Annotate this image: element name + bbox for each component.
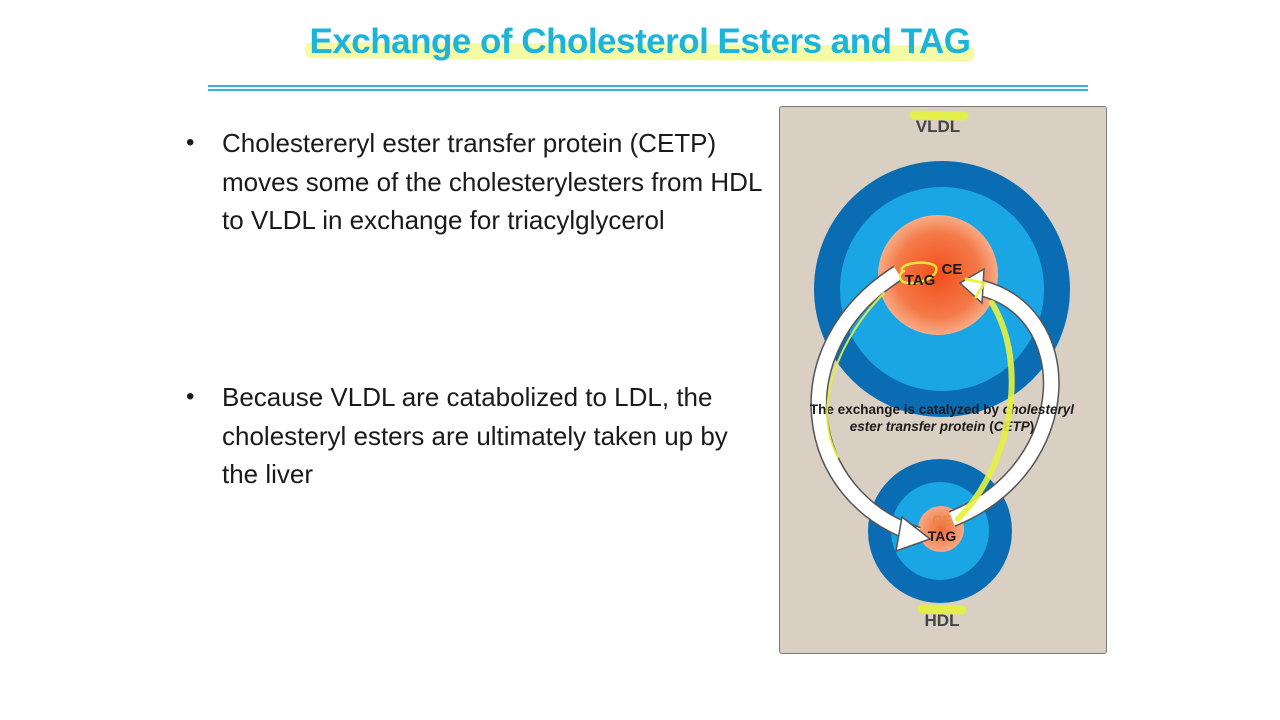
slide-title-text: Exchange of Cholesterol Esters and TAG bbox=[305, 22, 974, 62]
caption-line-1: The exchange is catalyzed by cholesteryl bbox=[810, 402, 1074, 417]
tag-path-highlight bbox=[826, 292, 885, 458]
tag-circle-highlight bbox=[898, 261, 938, 285]
ce-arrow-highlight bbox=[964, 277, 987, 299]
vldl-tag-label: TAG bbox=[905, 272, 936, 289]
caption-close-paren: ) bbox=[1030, 419, 1035, 434]
lipoprotein-exchange-figure: The exchange is catalyzed by cholesteryl… bbox=[779, 106, 1107, 654]
hdl-label-highlight bbox=[917, 604, 967, 615]
bullet-cetp: Cholestereryl ester transfer protein (CE… bbox=[186, 124, 766, 240]
caption-italic-2: ester transfer protein bbox=[850, 419, 986, 434]
hdl-label: HDL bbox=[925, 611, 960, 630]
caption-open-paren: ( bbox=[986, 419, 995, 434]
tag-arrow-shaft bbox=[811, 267, 921, 542]
caption-italic-1: cholesteryl bbox=[1003, 402, 1075, 417]
vldl-label-highlight bbox=[909, 110, 969, 121]
exchange-arrows bbox=[810, 265, 1060, 553]
exchange-diagram: The exchange is catalyzed by cholesteryl… bbox=[810, 110, 1074, 630]
title-divider bbox=[208, 85, 1088, 91]
caption-plain: The exchange is catalyzed by bbox=[810, 402, 1003, 417]
hdl-ce-label: CE bbox=[932, 512, 951, 528]
ce-path-highlight bbox=[955, 300, 1015, 522]
vldl-label: VLDL bbox=[916, 117, 960, 136]
ce-arrow-shaft bbox=[949, 280, 1059, 526]
vldl-core bbox=[878, 215, 998, 335]
highlighter-annotations bbox=[826, 110, 1015, 615]
vldl-ce-label: CE bbox=[942, 261, 963, 278]
slide-title: Exchange of Cholesterol Esters and TAG bbox=[0, 22, 1280, 62]
bullet-vldl-catabolism: Because VLDL are catabolized to LDL, the… bbox=[186, 378, 766, 494]
tag-arrowhead bbox=[895, 515, 932, 553]
hdl-tag-label: TAG bbox=[928, 528, 957, 544]
caption-abbr: CETP bbox=[994, 419, 1031, 434]
caption-group: The exchange is catalyzed by cholesteryl… bbox=[810, 402, 1074, 434]
vldl-particle bbox=[814, 161, 1070, 417]
